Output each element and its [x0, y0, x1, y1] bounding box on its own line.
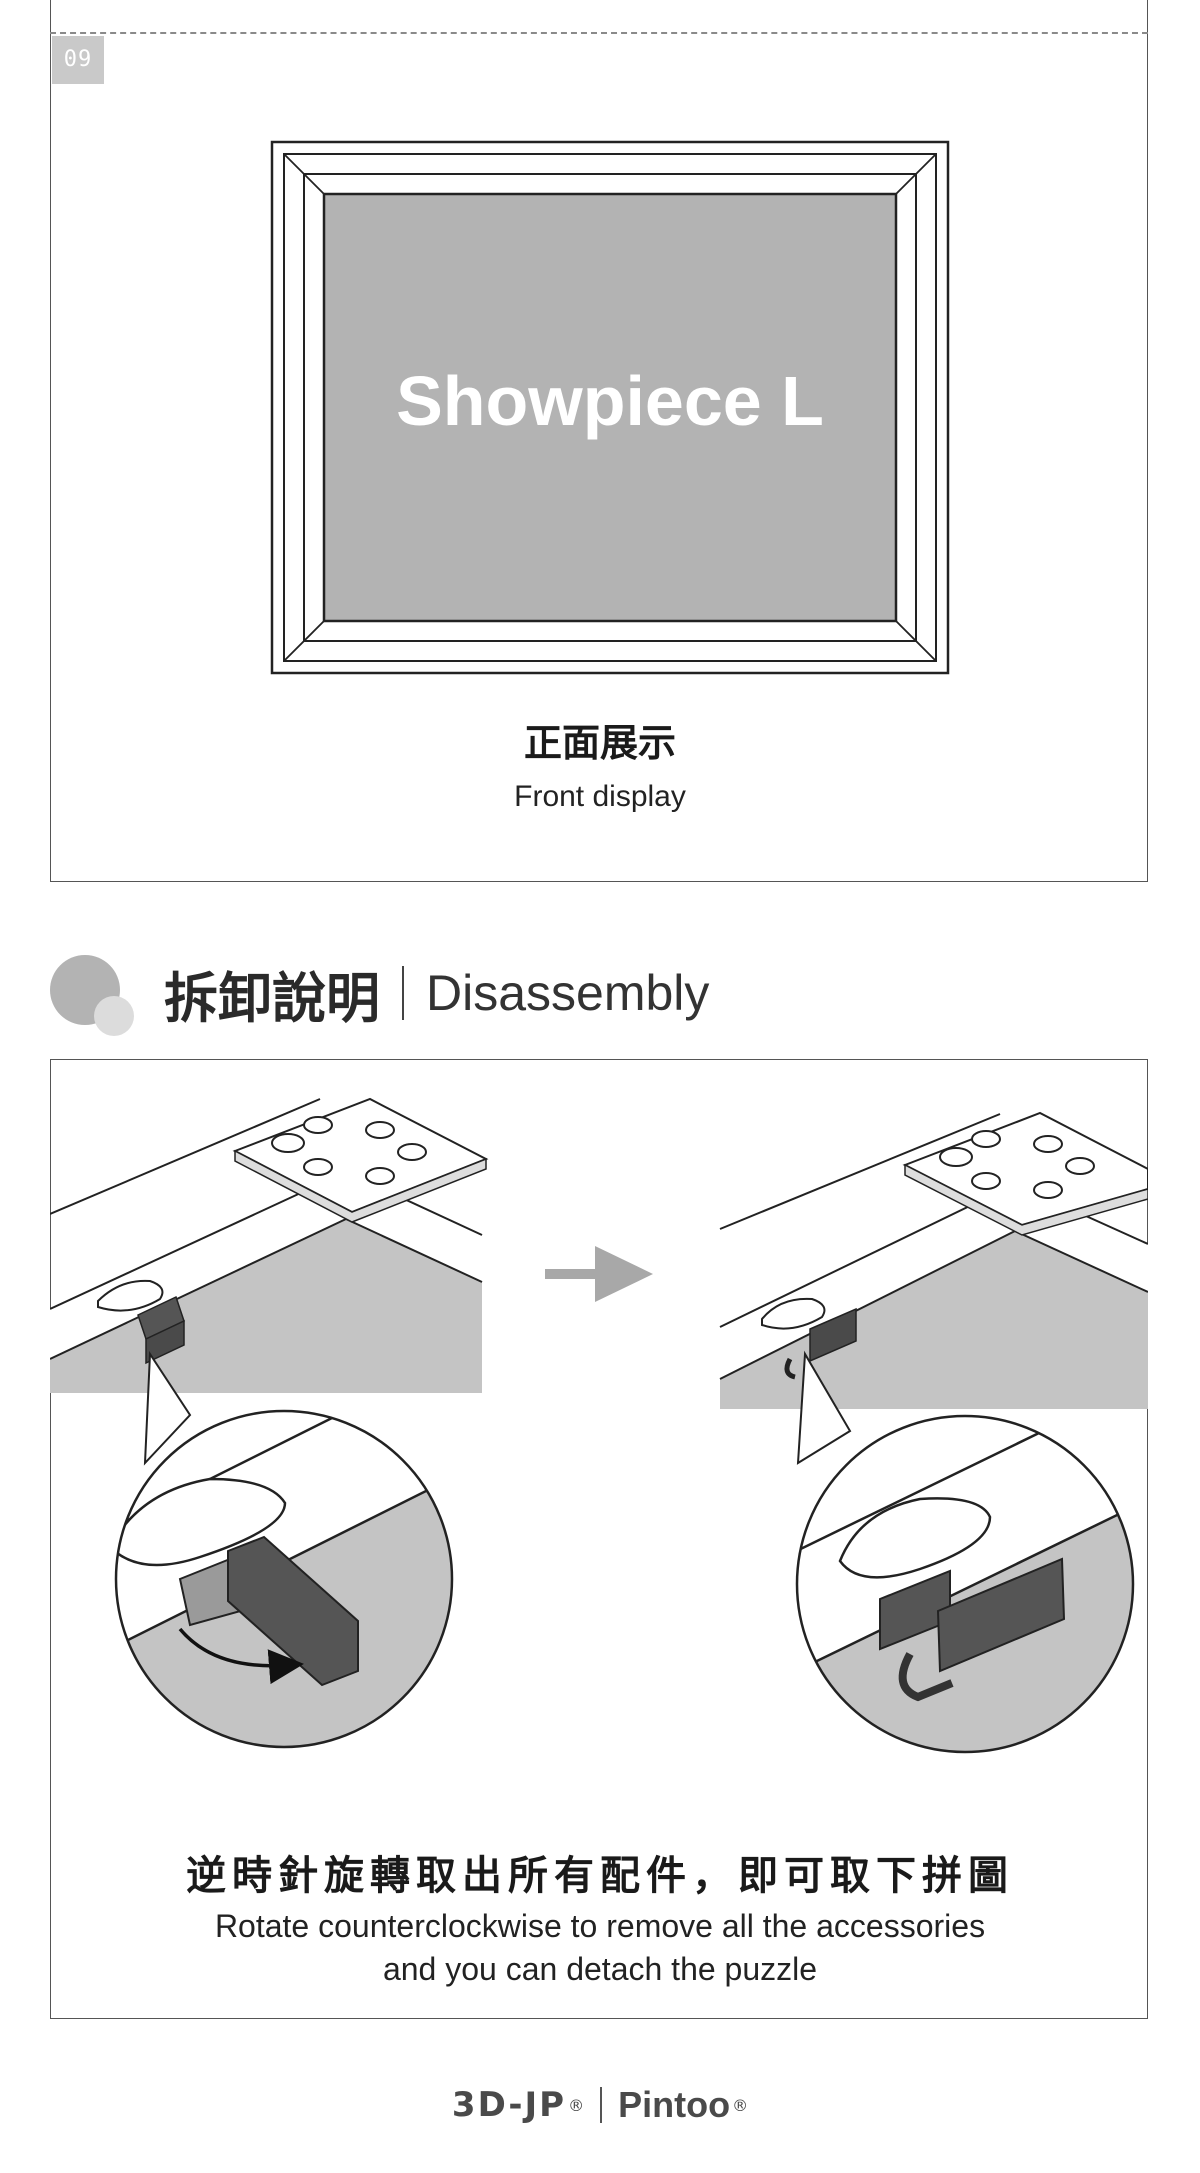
after-illustration	[719, 1111, 1148, 1754]
corner-plate-icon	[232, 1097, 489, 1223]
footer-divider	[600, 2087, 603, 2123]
step-number-badge: 09	[52, 36, 104, 84]
dashed-divider	[50, 32, 1148, 34]
section-title-en: Disassembly	[426, 965, 710, 1021]
registered-mark: ®	[732, 2095, 749, 2115]
showpiece-frame-illustration: Showpiece L	[270, 140, 950, 675]
instruction-en-line-1: Rotate counterclockwise to remove all th…	[214, 1908, 986, 1944]
instruction-en-line-2: and you can detach the puzzle	[382, 1951, 818, 1987]
frame-label: Showpiece L	[396, 362, 824, 440]
registered-mark: ®	[568, 2095, 585, 2115]
front-display-title-en: Front display	[514, 780, 686, 813]
instruction-en: Rotate counterclockwise to remove all th…	[0, 1905, 1200, 1991]
step-panel	[50, 0, 1148, 882]
footer-brands: 3D-JP ® Pintoo ®	[0, 2080, 1200, 2130]
disassembly-panel	[50, 1059, 1148, 2019]
front-display-title-zh: 正面展示	[523, 721, 676, 765]
before-illustration	[50, 1097, 489, 1749]
disassembly-illustration	[50, 1097, 1148, 1754]
instruction-zh: 逆時針旋轉取出所有配件，即可取下拼圖	[186, 1853, 1014, 1899]
heading-divider	[402, 966, 404, 1020]
section-bullet-accent	[94, 996, 134, 1036]
next-step-arrow-icon	[545, 1246, 653, 1302]
corner-plate-icon	[902, 1111, 1148, 1236]
brand-3djp-logo: 3D-JP	[451, 2085, 567, 2125]
brand-pintoo-logo: Pintoo	[618, 2084, 731, 2125]
section-heading: 拆卸說明 Disassembly	[164, 963, 710, 1030]
section-title-zh: 拆卸說明	[164, 966, 380, 1030]
